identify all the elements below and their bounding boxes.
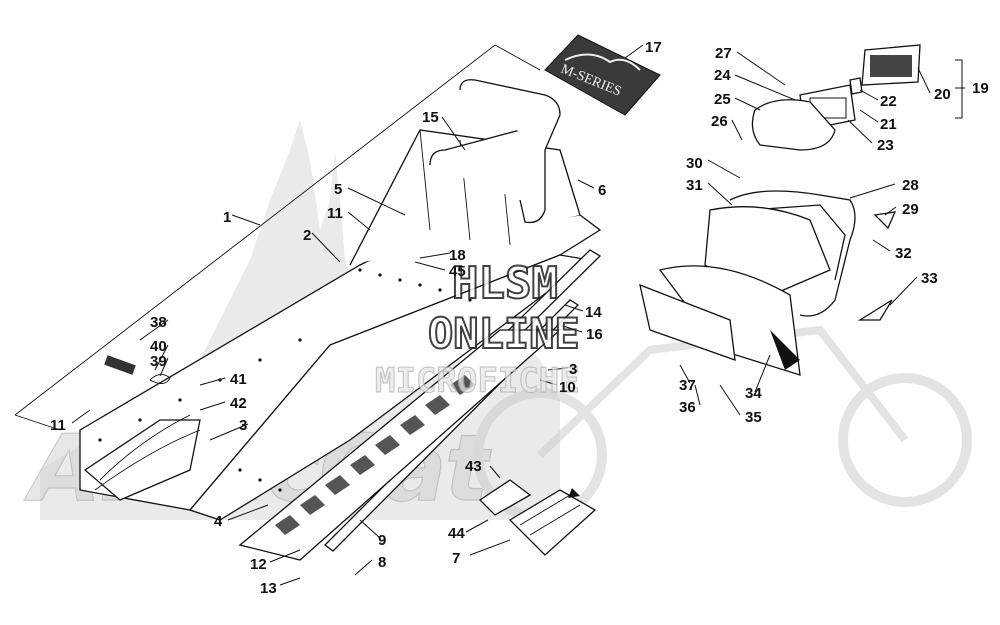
callout-16: 16 — [586, 326, 603, 343]
callout-38: 38 — [150, 314, 167, 331]
callout-9: 9 — [378, 532, 386, 549]
callout-36: 36 — [679, 399, 696, 416]
callout-18: 18 — [449, 247, 466, 264]
callout-12: 12 — [250, 556, 267, 573]
callout-24: 24 — [714, 67, 731, 84]
callout-25: 25 — [714, 91, 731, 108]
callout-37: 37 — [679, 377, 696, 394]
callout-21: 21 — [880, 116, 897, 133]
rear-seat-pad — [751, 99, 836, 151]
mounting-plate — [478, 479, 597, 556]
leader-lines — [71, 44, 965, 586]
callout-17: 17 — [645, 39, 662, 56]
callout-labels: 1 2 3 3 4 5 6 7 8 9 10 11 11 12 13 14 15… — [50, 39, 989, 597]
callout-20: 20 — [934, 86, 951, 103]
tunnel-rivet-row — [98, 268, 472, 492]
callout-7: 7 — [452, 550, 460, 567]
callout-31: 31 — [686, 177, 703, 194]
watermark-line-2: ONLINE — [428, 309, 580, 358]
callout-32: 32 — [895, 245, 912, 262]
callout-41: 41 — [230, 371, 247, 388]
callout-34: 34 — [745, 385, 762, 402]
callout-35: 35 — [745, 409, 762, 426]
side-reflectors — [857, 211, 897, 321]
tunnel-assembly-outline — [14, 44, 541, 431]
taillight-assembly — [799, 44, 921, 131]
callout-29: 29 — [902, 201, 919, 218]
callout-33: 33 — [921, 270, 938, 287]
watermark-wheel-right — [838, 373, 972, 507]
rear-grab-handle — [429, 79, 561, 224]
watermark-line-1: HLSM — [452, 258, 558, 309]
callout-39: 39 — [150, 353, 167, 370]
callout-6: 6 — [598, 182, 606, 199]
callout-28: 28 — [902, 177, 919, 194]
callout-11-top: 11 — [327, 205, 343, 222]
callout-27: 27 — [715, 45, 732, 62]
callout-43: 43 — [465, 458, 482, 475]
rear-flap-assembly — [639, 206, 831, 376]
callout-44: 44 — [448, 525, 465, 542]
callout-10: 10 — [559, 379, 576, 396]
callout-11-left: 11 — [50, 417, 66, 434]
front-cooler-wiring — [83, 355, 201, 501]
callout-42: 42 — [230, 395, 247, 412]
callout-2: 2 — [303, 227, 311, 244]
callout-3-left: 3 — [239, 417, 247, 434]
m-series-decal: M-SERIES — [544, 34, 661, 116]
callout-40: 40 — [150, 338, 167, 355]
callout-8: 8 — [378, 554, 386, 571]
callout-15: 15 — [422, 109, 439, 126]
callout-30: 30 — [686, 155, 703, 172]
watermark-line-3: MICROFICHE — [375, 361, 580, 401]
callout-26: 26 — [711, 113, 728, 130]
callout-5: 5 — [334, 181, 342, 198]
callout-45: 45 — [449, 263, 466, 280]
callout-23: 23 — [877, 137, 894, 154]
callout-22: 22 — [880, 93, 897, 110]
callout-4: 4 — [214, 513, 223, 530]
callout-1: 1 — [223, 209, 231, 226]
callout-3-right: 3 — [569, 361, 577, 378]
callout-19: 19 — [972, 80, 989, 97]
skid-brace-plate — [238, 329, 562, 561]
watermark-text-group: HLSM ONLINE MICROFICHE — [374, 257, 580, 402]
callout-13: 13 — [260, 580, 277, 597]
callout-14: 14 — [585, 304, 602, 321]
